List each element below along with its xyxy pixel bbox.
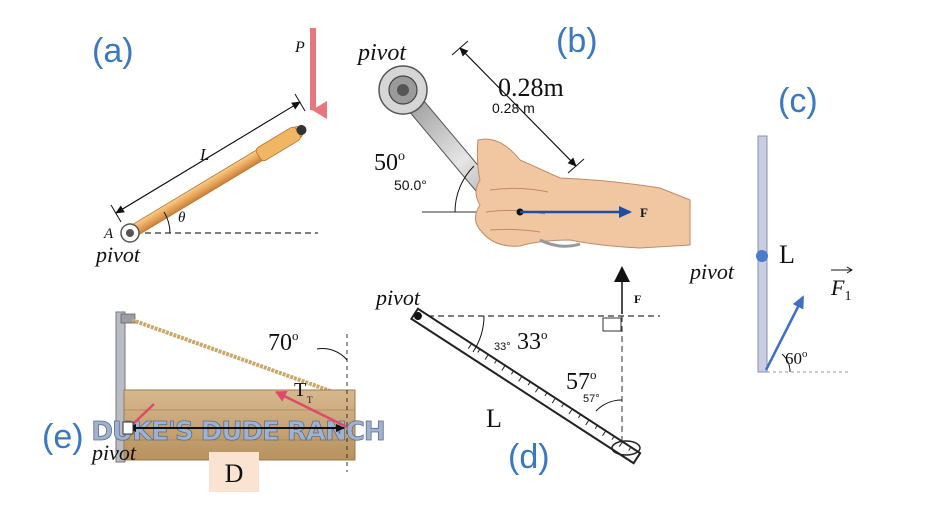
panel-b-force-label: F <box>640 205 648 220</box>
panel-c-angle-arc <box>781 353 791 373</box>
panel-e-pivot-force <box>131 403 155 426</box>
panel-e-pole <box>115 311 126 463</box>
panel-d-angle-side-large: 57o <box>566 367 597 395</box>
panel-e-distance-box <box>209 452 259 492</box>
panel-a-pivot-label: pivot <box>94 242 141 267</box>
panel-e-tension-label: T <box>294 379 306 401</box>
panel-a-angle-arc <box>163 211 171 234</box>
panel-a-point-label: A <box>103 226 114 242</box>
panel-a-length-label: L <box>199 145 209 164</box>
panel-b-angle-small: 50.0° <box>394 177 427 193</box>
panel-a-force-label: P <box>294 39 305 56</box>
panel-c-pivot-dot <box>756 250 768 262</box>
panel-e-label: (e) <box>42 418 84 456</box>
panel-d-end-ring <box>611 440 641 456</box>
panel-c-pivot-label: pivot <box>688 259 735 284</box>
panel-d-force-label: F <box>634 292 641 306</box>
panel-a-rod <box>128 124 307 237</box>
panel-d-angle-top-arc <box>472 315 485 353</box>
panel-e-rope <box>131 318 351 400</box>
panel-d: (d) pivot <box>374 266 660 476</box>
panel-c: (c) pivot L F1 60o <box>688 82 853 373</box>
panel-b-distance-small: 0.28 m <box>492 100 535 116</box>
panel-b-distance-large: 0.28m <box>498 73 564 102</box>
panel-b-pivot-label: pivot <box>356 40 407 66</box>
panel-c-force-arrow <box>764 295 805 371</box>
panel-d-angle-top-small: 33° <box>494 341 511 353</box>
panel-e: (e) DUKE'S DUDE RANCH 70o T T pivot D <box>42 311 386 492</box>
panel-b-angle-large: 50o <box>374 149 405 176</box>
panel-d-angle-top-large: 33o <box>517 327 548 355</box>
panel-d-pivot-label: pivot <box>374 285 421 310</box>
panel-b-angle-arc <box>454 165 475 213</box>
panel-e-sign-board <box>124 390 355 460</box>
panel-b-label: (b) <box>556 22 598 60</box>
panel-a: (a) P L θ A pivot <box>92 28 327 267</box>
panel-c-force-label: F1 <box>830 266 853 304</box>
panel-e-angle-label: 70o <box>268 328 299 356</box>
panel-d-angle-side-arc <box>595 399 623 412</box>
panel-e-tension-arrow <box>275 390 348 429</box>
panel-a-angle-label: θ <box>178 210 186 226</box>
panel-b-hand <box>475 138 691 249</box>
panel-d-angle-side-small: 57° <box>583 393 600 405</box>
panel-e-angle-arc <box>316 348 348 361</box>
panel-c-angle-label: 60o <box>785 348 808 368</box>
panel-e-pivot-label: pivot <box>90 440 137 465</box>
panel-c-length-label: L <box>779 240 795 269</box>
panel-e-tension-small: T <box>307 395 313 405</box>
panel-d-label: (d) <box>508 438 550 476</box>
panel-d-stick <box>409 307 642 465</box>
panel-e-pivot-icon <box>122 421 134 435</box>
panel-d-length-label: L <box>486 404 502 433</box>
panel-b: (b) pivot F 0.28m 0.28 m <box>356 22 691 249</box>
panel-a-label: (a) <box>92 32 134 70</box>
panel-e-distance-label: D <box>225 459 244 488</box>
svg-text:F1: F1 <box>830 275 851 304</box>
panel-c-label: (c) <box>778 82 818 120</box>
